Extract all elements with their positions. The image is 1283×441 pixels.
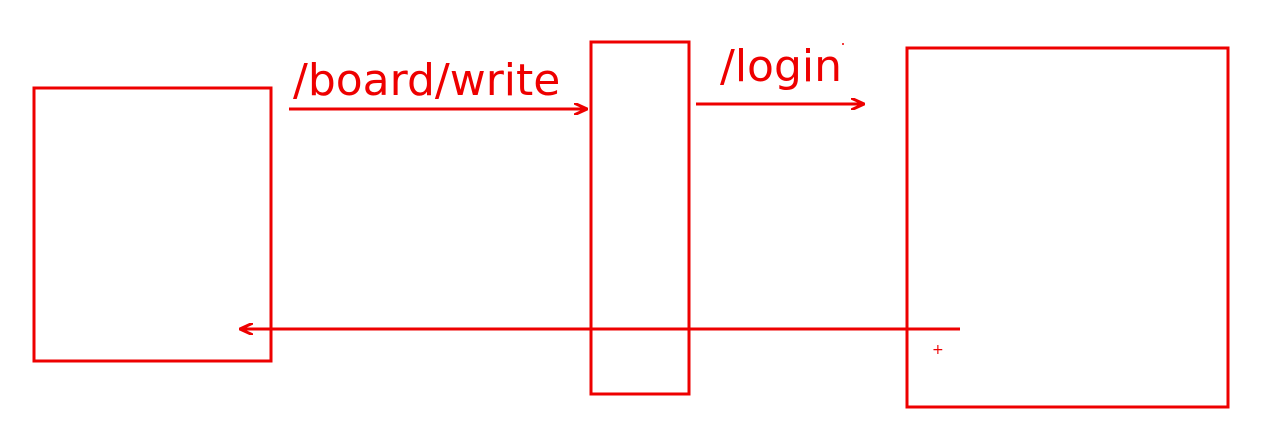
left-box xyxy=(32,86,273,363)
middle-box xyxy=(589,40,691,396)
label-login: /login xyxy=(720,41,842,92)
label-board-write: /board/write xyxy=(293,55,560,106)
plus-mark: + xyxy=(932,342,944,358)
right-box xyxy=(905,46,1230,409)
stray-dot xyxy=(842,43,844,45)
